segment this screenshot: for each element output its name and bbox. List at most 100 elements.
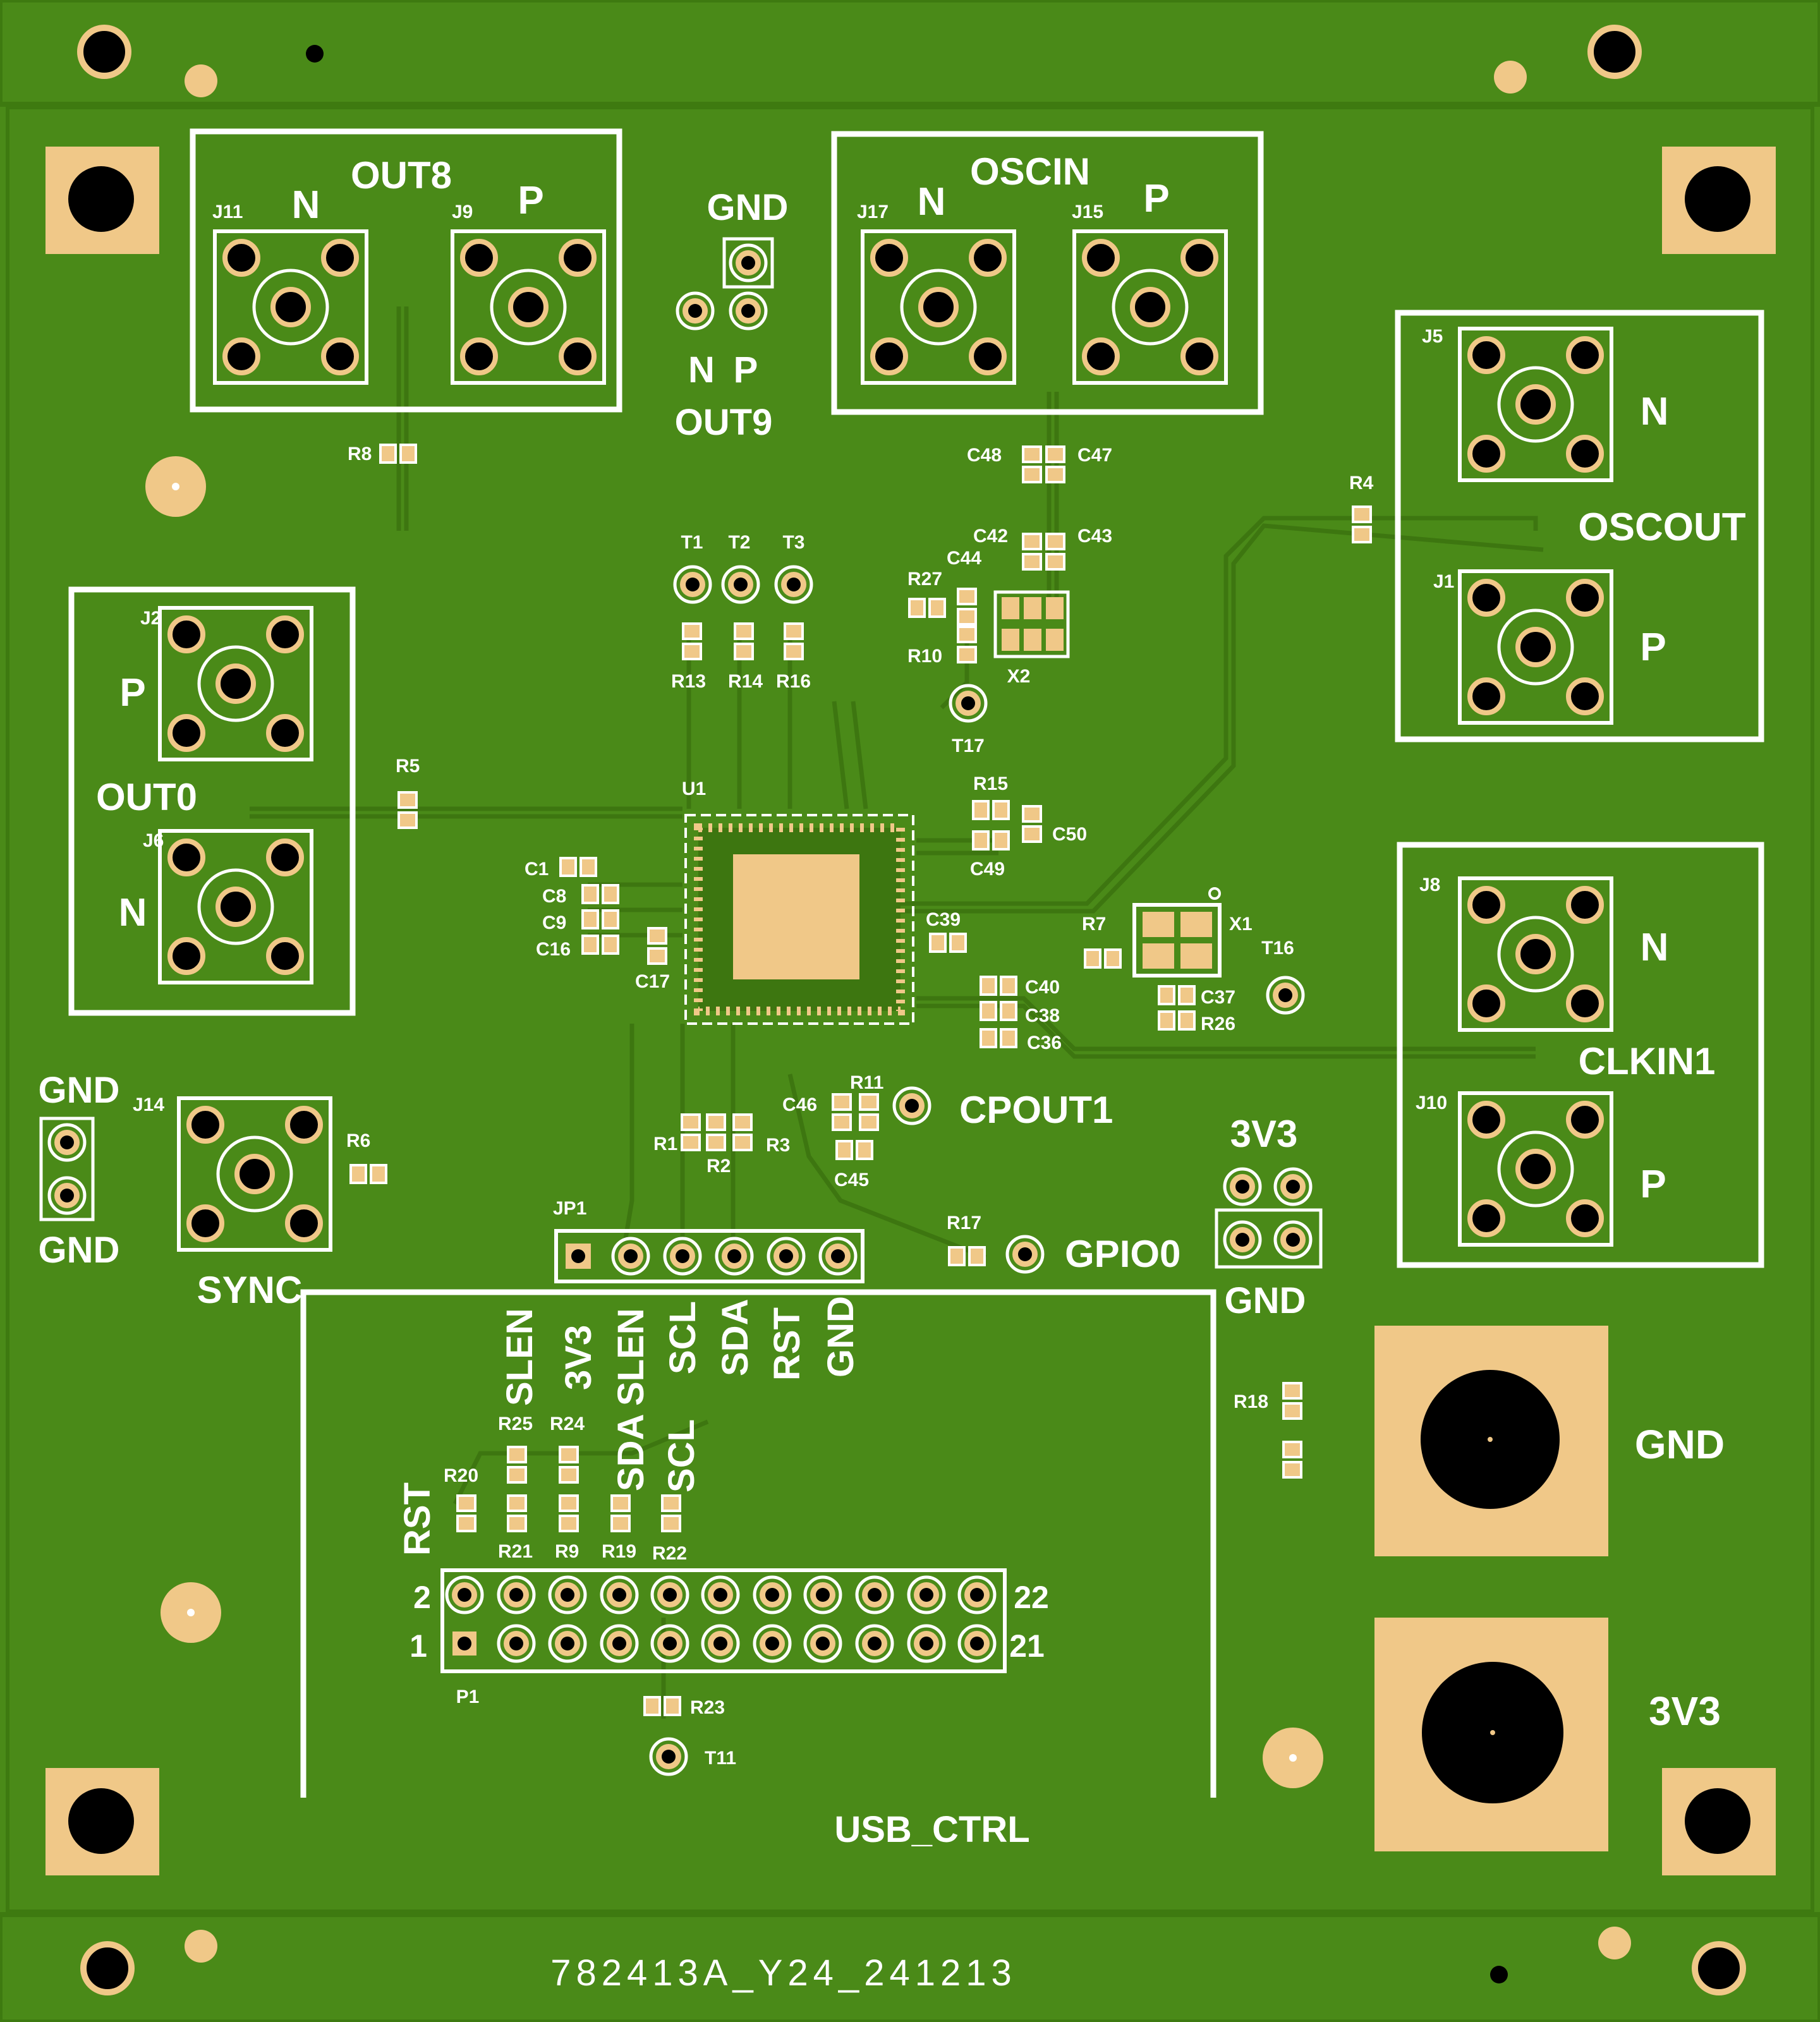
x2-label: X2 (1007, 666, 1031, 687)
board-outline (6, 106, 1814, 1913)
jp1-pin-slen-2: SLEN (610, 1308, 652, 1406)
rail-holes (77, 25, 1746, 1995)
jp1-pin-scl: SCL (662, 1301, 703, 1374)
ref-c40: C40 (1025, 977, 1060, 998)
jp1-pin-rst: RST (767, 1307, 808, 1381)
ref-r10: R10 (907, 646, 942, 667)
ref-r9: R9 (555, 1541, 579, 1562)
jp1-pin-sda: SDA (715, 1299, 756, 1376)
ref-c9: C9 (542, 912, 566, 933)
jp1-pin-gnd: GND (820, 1296, 861, 1377)
top-rail (0, 0, 1820, 107)
out0-p-label: P (119, 671, 145, 715)
ref-c44: C44 (947, 548, 981, 569)
sync-title: SYNC (197, 1269, 303, 1311)
ref-r17: R17 (947, 1213, 981, 1233)
ref-c36: C36 (1027, 1032, 1062, 1053)
usb-ctrl-label: USB_CTRL (834, 1809, 1029, 1850)
out9-header (677, 237, 774, 329)
clkin1-j-n: J8 (1419, 875, 1440, 895)
jp1-pin-slen: SLEN (499, 1308, 540, 1406)
out8-n-label: N (292, 183, 320, 227)
clkin1-title: CLKIN1 (1579, 1040, 1716, 1082)
p1-pin21-label: 21 (1009, 1628, 1045, 1664)
bottom-rail (0, 1912, 1820, 2022)
out0-n-label: N (119, 891, 147, 935)
oscin-p-label: P (1143, 177, 1169, 221)
ref-r24: R24 (550, 1414, 585, 1434)
t11-test-point (651, 1739, 686, 1774)
jp1-pin-3v3: 3V3 (558, 1325, 599, 1390)
header-gnd-label: GND (1225, 1280, 1306, 1321)
x1-label: X1 (1229, 914, 1253, 935)
ref-r19: R19 (602, 1541, 636, 1562)
gnd-left-top-label: GND (39, 1070, 120, 1111)
jp1-header (554, 1229, 864, 1283)
cpout1-label: CPOUT1 (959, 1089, 1113, 1131)
gnd-left-bottom-label: GND (39, 1230, 120, 1271)
ref-r3: R3 (766, 1135, 790, 1156)
ref-c8: C8 (542, 886, 566, 907)
out8-j-n: J11 (212, 202, 243, 222)
clkin1-p-label: P (1640, 1163, 1666, 1206)
ref-c49: C49 (970, 859, 1005, 880)
p1-pin1-label: 1 (410, 1628, 427, 1664)
clkin1-n-label: N (1641, 926, 1669, 969)
p1-pin2-label: 2 (413, 1580, 431, 1615)
gpio0-label: GPIO0 (1065, 1233, 1180, 1275)
board-footer-code: 782413A_Y24_241213 (550, 1952, 1016, 1994)
ref-r15: R15 (973, 773, 1008, 794)
oscin-j-n: J17 (857, 202, 889, 222)
ref-c48: C48 (967, 445, 1002, 466)
out0-j-n: J6 (143, 830, 164, 851)
ref-c16: C16 (536, 939, 571, 960)
oscout-title: OSCOUT (1578, 506, 1745, 549)
ref-r7: R7 (1082, 914, 1106, 935)
silk-text: OUT8 N P J11 J9 OSCIN N P J17 J15 OSCOUT… (39, 150, 1746, 1994)
t2-label: T2 (728, 532, 750, 553)
out9-gnd-label: GND (707, 187, 789, 228)
sync-j: J14 (133, 1094, 164, 1115)
ref-r4: R4 (1349, 473, 1374, 493)
out9-n-label: N (688, 349, 715, 390)
reference-designators: R8 R4 R5 R6 R7 R13 R14 R16 R27 R10 C44 C… (346, 444, 1374, 1718)
u1-ic (684, 814, 914, 1025)
out8-j-p: J9 (452, 202, 473, 222)
oscout-j-n: J5 (1422, 326, 1443, 347)
usb-sda-label: SDA (610, 1414, 652, 1491)
ref-r23: R23 (690, 1697, 725, 1718)
u1-label: U1 (682, 778, 706, 799)
oscout-p-label: P (1640, 626, 1666, 669)
t17-label: T17 (952, 736, 985, 756)
usb-rst-label: RST (397, 1482, 438, 1556)
gnd-left-header (39, 1117, 95, 1221)
t3-label: T3 (782, 532, 804, 553)
ref-c47: C47 (1077, 445, 1112, 466)
ref-r1: R1 (653, 1134, 677, 1154)
ref-r25: R25 (498, 1414, 533, 1434)
out0-title: OUT0 (96, 776, 197, 818)
ref-c43: C43 (1077, 526, 1112, 547)
out8-title: OUT8 (351, 154, 452, 197)
x1-crystal (1132, 887, 1222, 978)
t16-label: T16 (1261, 938, 1294, 959)
oscout-j-p: J1 (1433, 571, 1454, 592)
ref-c1: C1 (525, 859, 549, 880)
ref-r5: R5 (396, 756, 420, 777)
jp1-label: JP1 (553, 1198, 586, 1219)
ref-r8: R8 (348, 444, 372, 464)
power-terminal-3v3 (1374, 1618, 1608, 1851)
ref-r16: R16 (776, 671, 811, 692)
power-3v3-label: 3V3 (1649, 1688, 1721, 1734)
ref-r20: R20 (444, 1465, 478, 1486)
power-header-3v3-gnd (1215, 1169, 1323, 1269)
gpio0-test-point (1007, 1237, 1043, 1272)
ref-r18: R18 (1234, 1391, 1268, 1412)
x2-oscillator (993, 590, 1070, 658)
out0-j-p: J2 (140, 608, 161, 629)
silk-boxes (68, 128, 1764, 1798)
ref-c38: C38 (1025, 1005, 1060, 1026)
ref-r22: R22 (652, 1543, 687, 1564)
p1-label: P1 (456, 1686, 480, 1707)
ref-c37: C37 (1201, 987, 1235, 1008)
